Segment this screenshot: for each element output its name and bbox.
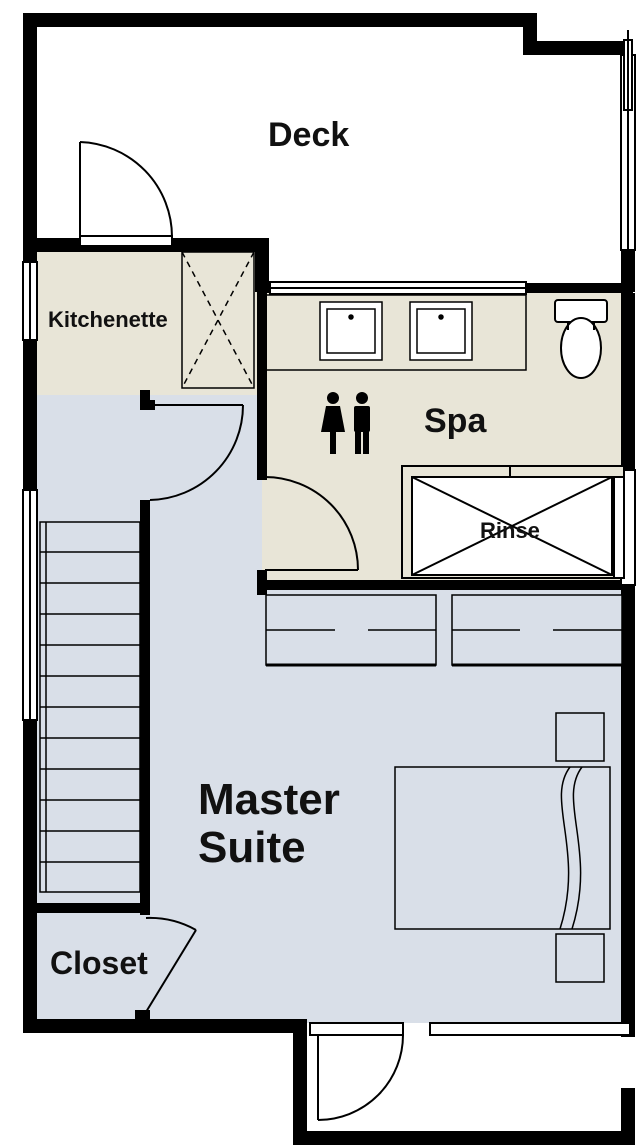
- nightstand-bottom: [555, 933, 605, 983]
- door-swings: [79, 141, 404, 1121]
- toilet: [554, 299, 608, 379]
- kitchenette-floor: [30, 245, 260, 395]
- spa-vanity: [263, 294, 527, 371]
- deck-door-hardware: [623, 30, 633, 111]
- master-suite-label-line2: Suite: [198, 823, 306, 872]
- kitchenette-label: Kitchenette: [48, 307, 168, 332]
- wardrobes: [265, 594, 623, 667]
- walls: [23, 13, 635, 1145]
- stairs: [39, 521, 141, 893]
- master-suite-label-line1: Master: [198, 775, 340, 824]
- rinse-label: Rinse: [480, 518, 540, 543]
- shower: [401, 465, 625, 579]
- deck-label: Deck: [268, 116, 349, 154]
- restroom-icon: [321, 392, 370, 454]
- bed: [394, 712, 611, 983]
- deck-floor: [30, 20, 630, 242]
- entry-landing-floor: [298, 1030, 628, 1138]
- kitchenette-cabinet: [181, 251, 255, 389]
- closet-label: Closet: [50, 945, 148, 981]
- closet-floor: [30, 910, 145, 1022]
- window-entry-bottom: [429, 1022, 631, 1036]
- spa-label: Spa: [424, 402, 487, 440]
- nightstand-top: [555, 712, 605, 762]
